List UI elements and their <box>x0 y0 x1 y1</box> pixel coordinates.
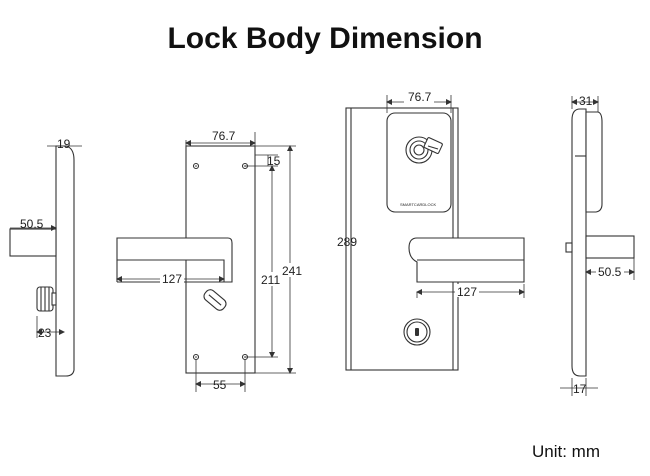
dim-label-17: 17 <box>573 382 587 396</box>
side-plate-outline <box>55 145 75 377</box>
dim-label-76-7-front: 76.7 <box>408 90 432 104</box>
right-reader-body <box>585 111 603 213</box>
dim-label-211: 211 <box>261 273 280 287</box>
right-side-handle-shape <box>585 235 635 259</box>
dim-label-23: 23 <box>38 326 52 340</box>
dim-label-55: 55 <box>213 378 227 392</box>
back-view: 76.7 15 211 241 127 55 <box>116 129 303 392</box>
side-handle-shape <box>9 228 57 257</box>
dim-label-15: 15 <box>267 154 281 168</box>
dim-label-19: 19 <box>57 137 71 151</box>
page-title: Lock Body Dimension <box>167 22 483 55</box>
front-view: SMARTCARDLOCK 76.7 289 127 <box>337 90 525 371</box>
right-side-latch <box>565 242 573 253</box>
dim-label-31: 31 <box>579 94 593 108</box>
back-lever-shape <box>116 237 233 283</box>
right-side-view: 31 50.5 17 <box>560 94 635 396</box>
dim-label-76-7-back: 76.7 <box>212 129 236 143</box>
right-side-plate-outline <box>571 108 587 377</box>
dim-label-241: 241 <box>282 264 302 278</box>
unit-label: Unit: mm <box>532 442 600 461</box>
key-cylinder <box>403 318 431 346</box>
dim-label-289: 289 <box>337 235 357 249</box>
rfid-card-icon <box>405 136 443 164</box>
dim-label-50-5-right: 50.5 <box>598 265 622 279</box>
dim-label-50-5-left: 50.5 <box>20 217 44 231</box>
brand-label: SMARTCARDLOCK <box>400 202 436 207</box>
left-side-view: 19 50.5 23 <box>9 137 82 377</box>
dim-label-127-back: 127 <box>162 272 182 286</box>
side-knob-shape <box>36 286 57 312</box>
dim-label-127-front: 127 <box>457 285 477 299</box>
back-thumb-turn <box>203 289 227 311</box>
